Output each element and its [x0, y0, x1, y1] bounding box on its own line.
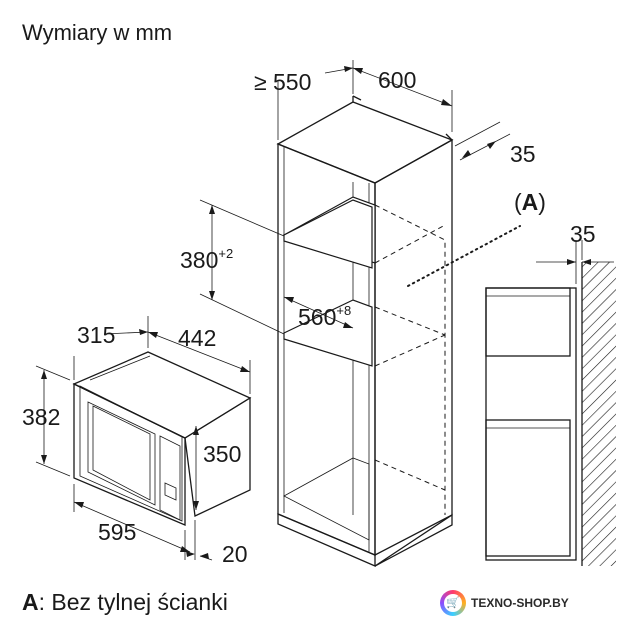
dim-appliance-inner-height: 350	[193, 426, 241, 510]
footnote-key: A	[22, 589, 39, 615]
detail-label: (A)	[514, 189, 546, 215]
dim-appliance-width: 595	[73, 484, 191, 560]
dim-cabinet-width: 600	[352, 67, 453, 132]
appliance-width-inner-label: 442	[178, 325, 216, 351]
appliance-width-label: 595	[98, 519, 136, 545]
cabinet-panel-label: 35	[510, 141, 536, 167]
niche-height-tolerance: +2	[218, 246, 233, 261]
appliance-inner-height-label: 350	[203, 441, 241, 467]
dim-appliance-width-inner: 442	[147, 325, 251, 394]
appliance-depth-label: 315	[77, 322, 115, 348]
dim-niche-height: 380+2	[180, 199, 285, 335]
appliance	[72, 351, 252, 526]
niche-height-value: 380	[180, 247, 218, 273]
niche-width-label: 560+8	[298, 303, 351, 330]
detail-gap-label: 35	[570, 221, 596, 247]
footnote-text: : Bez tylnej ścianki	[39, 589, 228, 615]
appliance-height-label: 382	[22, 404, 60, 430]
dim-cabinet-panel: 35	[454, 121, 536, 167]
dim-appliance-height: 382	[22, 365, 71, 477]
appliance-frame-label: 20	[222, 541, 248, 567]
cabinet-width-label: 600	[378, 67, 416, 93]
brand-watermark: 🛒 TEXNO-SHOP.BY	[440, 590, 569, 616]
dim-niche-width: 560+8	[283, 296, 354, 330]
detail-section: 35	[485, 221, 616, 566]
brand-name: TEXNO-SHOP.BY	[471, 596, 569, 610]
dim-cabinet-depth: ≥ 550	[254, 60, 354, 140]
dim-appliance-depth: 315	[73, 316, 149, 380]
page-title: Wymiary w mm	[22, 20, 172, 45]
footnote: A: Bez tylnej ścianki	[22, 589, 228, 615]
niche-width-value: 560	[298, 304, 336, 330]
cart-logo-icon: 🛒	[440, 590, 466, 616]
detail-pointer	[407, 225, 521, 287]
detail-label-key: A	[522, 189, 539, 215]
niche-height-label: 380+2	[180, 246, 233, 273]
cabinet-depth-label: ≥ 550	[254, 69, 311, 95]
dim-appliance-frame: 20	[186, 520, 248, 567]
tall-cabinet	[276, 95, 454, 567]
niche-width-tolerance: +8	[336, 303, 351, 318]
